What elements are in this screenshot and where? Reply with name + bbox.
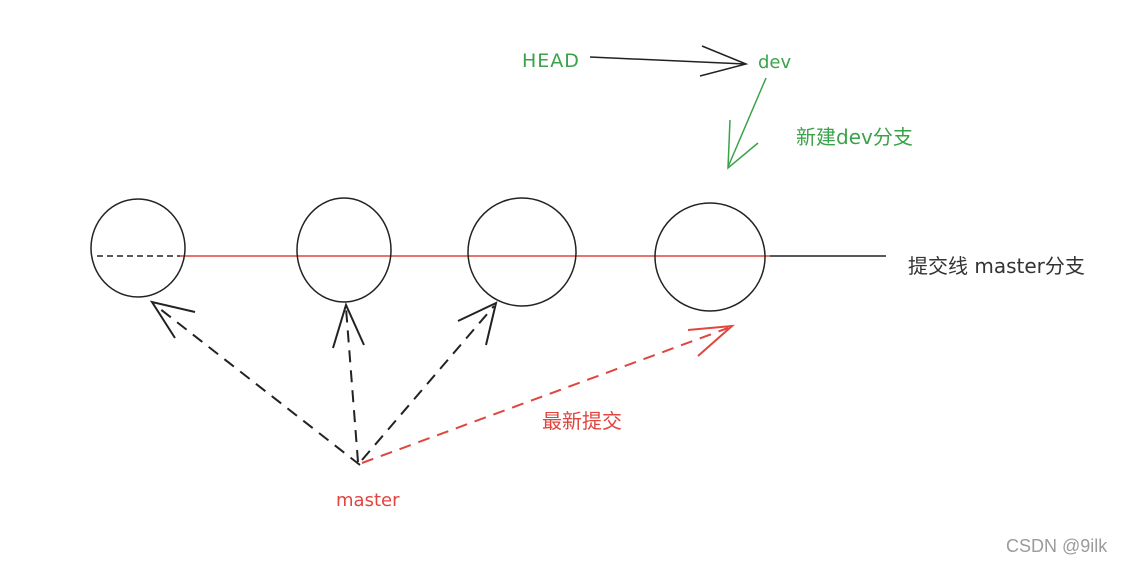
head-arrow-shaft	[589, 56, 746, 65]
arrowhead-commit-2	[332, 302, 365, 349]
arrow-to-commit-1	[154, 304, 361, 466]
master-label: master	[336, 490, 400, 511]
commit-node-4	[654, 202, 766, 312]
head-to-dev-arrow	[589, 45, 749, 77]
arrowhead-commit-1	[149, 300, 196, 339]
arrowhead-commit-3	[457, 301, 498, 346]
head-arrowhead	[699, 45, 749, 77]
commit-node-1	[90, 198, 186, 298]
arrow-to-commit-3	[361, 305, 495, 461]
arrow-to-latest	[361, 327, 729, 464]
master-history-arrows	[149, 300, 498, 466]
dev-arrow-shaft	[727, 77, 767, 168]
commit-node-3	[467, 197, 577, 307]
latest-commit-label: 最新提交	[542, 409, 622, 433]
dev-label: dev	[758, 52, 792, 73]
watermark: CSDN @9ilk	[1006, 536, 1108, 556]
new-dev-branch-label: 新建dev分支	[796, 125, 913, 149]
head-label: HEAD	[522, 50, 580, 72]
commit-node-2	[296, 197, 392, 303]
new-dev-branch-arrow	[727, 77, 767, 170]
arrowhead-latest	[687, 324, 735, 357]
dev-arrowhead	[727, 119, 759, 170]
latest-commit-arrow	[361, 324, 735, 464]
arrow-to-commit-2	[345, 307, 359, 463]
commit-line-label: 提交线 master分支	[908, 254, 1085, 278]
